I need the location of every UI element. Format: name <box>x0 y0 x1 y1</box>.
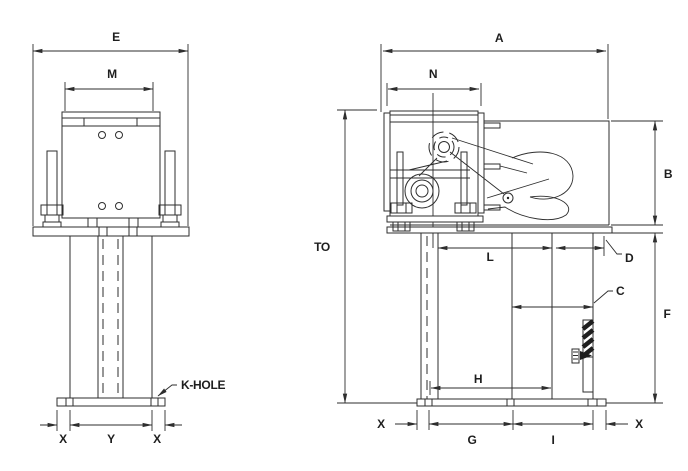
dimension-a: A <box>380 31 609 119</box>
dimension-m-label: M <box>107 67 117 81</box>
base-plate-hole-marks-front <box>65 398 159 406</box>
dimension-c: C <box>511 284 625 310</box>
callout-k-hole: K-HOLE <box>157 378 226 397</box>
lower-sheave-mid <box>410 179 434 203</box>
cable-loop-lower <box>487 195 569 221</box>
dimension-n-extension-lines <box>386 83 482 106</box>
right-flange-plate <box>477 112 485 214</box>
lower-sheave <box>404 173 440 209</box>
pedestal-side <box>416 233 607 407</box>
striped-bar-hatching <box>581 319 595 358</box>
dimension-c-label: C <box>616 284 625 298</box>
pedestal-hidden-lines-front <box>102 239 119 398</box>
dimension-d-leader <box>605 239 622 255</box>
base-plate-front <box>56 397 166 407</box>
dimension-c-leader <box>593 290 613 304</box>
cable-lines <box>408 137 574 221</box>
dimension-i-label: I <box>551 433 554 447</box>
front-bottom-dimensions: X Y X <box>40 410 182 446</box>
cable-pin-center <box>506 196 510 200</box>
base-plate-side <box>416 398 607 407</box>
bar-lower-section <box>582 356 594 393</box>
spring-tag-lines <box>573 351 578 360</box>
anchor-bolt-right <box>158 150 182 228</box>
frame-base-bolts <box>386 202 484 232</box>
dimension-g-label: G <box>467 433 476 447</box>
top-plate-hole-marks-front <box>98 227 138 236</box>
dimension-m-extension-lines <box>64 82 154 111</box>
dimension-d: D <box>555 236 634 265</box>
head-housing-side <box>390 120 610 226</box>
dimension-f: F <box>612 232 671 404</box>
k-hole-leader <box>157 384 177 397</box>
left-cap-plate <box>383 112 391 212</box>
pedestal-column-lines-side <box>420 233 594 399</box>
front-bottom-extension-lines <box>56 410 166 431</box>
dimension-to-label: TO <box>314 240 330 254</box>
side-view: A N TO <box>314 31 673 447</box>
dimension-x-right-label-side: X <box>635 417 643 431</box>
frame-posts <box>396 151 468 206</box>
k-hole-label: K-HOLE <box>181 378 225 392</box>
head-box-front <box>61 111 161 219</box>
flange-studs <box>483 122 501 211</box>
upper-sheave-mid <box>433 136 455 158</box>
crank-handle-assembly <box>571 319 595 393</box>
machine-head-side <box>383 110 613 234</box>
mounting-holes <box>98 131 123 210</box>
dimension-e-extension-lines <box>32 44 189 226</box>
dimension-to: TO <box>314 109 377 404</box>
pointer-arrow <box>580 351 592 360</box>
hole-top-left <box>98 131 106 139</box>
dimension-n-label: N <box>429 67 437 81</box>
dimension-a-label: A <box>495 31 504 45</box>
dimension-x-left-label-side: X <box>377 417 385 431</box>
dimension-d-label: D <box>625 251 634 265</box>
cable-pin <box>502 192 514 204</box>
dimension-f-label: F <box>663 307 670 321</box>
side-bottom-extension-lines <box>416 410 607 430</box>
dimension-b-label: B <box>664 167 673 181</box>
front-view: E M <box>32 30 226 446</box>
dimension-l: L <box>437 245 553 264</box>
pedestal-column-lines-front <box>69 236 153 398</box>
spring-tag <box>571 348 580 364</box>
lower-sheave-outer <box>404 173 440 209</box>
upper-sheave-hub <box>438 141 450 153</box>
dimension-a-extension-lines <box>380 44 609 119</box>
lower-sheave-hub <box>415 184 429 198</box>
cable-diagonals <box>408 137 550 199</box>
frame-base-plate <box>386 215 484 223</box>
upper-sheave <box>428 131 460 163</box>
dimension-e-label: E <box>112 30 120 44</box>
dimension-h: H <box>429 372 552 395</box>
head-feet <box>87 217 139 228</box>
pedestal-top-plate-front <box>32 226 190 237</box>
side-bottom-dimensions: X G I X <box>377 410 643 447</box>
anchor-bolt-left <box>40 150 64 228</box>
machine-head-front <box>32 111 190 237</box>
dimension-l-label: L <box>486 250 493 264</box>
dimension-h-label: H <box>474 372 482 386</box>
dimension-e: E <box>32 30 189 226</box>
cable-loop-upper <box>511 151 574 200</box>
pedestal-top-plate-side <box>386 226 613 234</box>
base-plate-hole-marks-side <box>424 399 598 406</box>
hole-bottom-right <box>115 202 123 210</box>
dimension-b: B <box>611 120 673 226</box>
dimension-m: M <box>64 67 154 111</box>
dimension-x-right-label: X <box>153 432 161 446</box>
dimension-y-label: Y <box>107 432 115 446</box>
pedestal-front <box>56 236 166 407</box>
dimension-x-left-label: X <box>59 432 67 446</box>
hole-top-right <box>115 131 123 139</box>
hole-bottom-left <box>98 202 106 210</box>
